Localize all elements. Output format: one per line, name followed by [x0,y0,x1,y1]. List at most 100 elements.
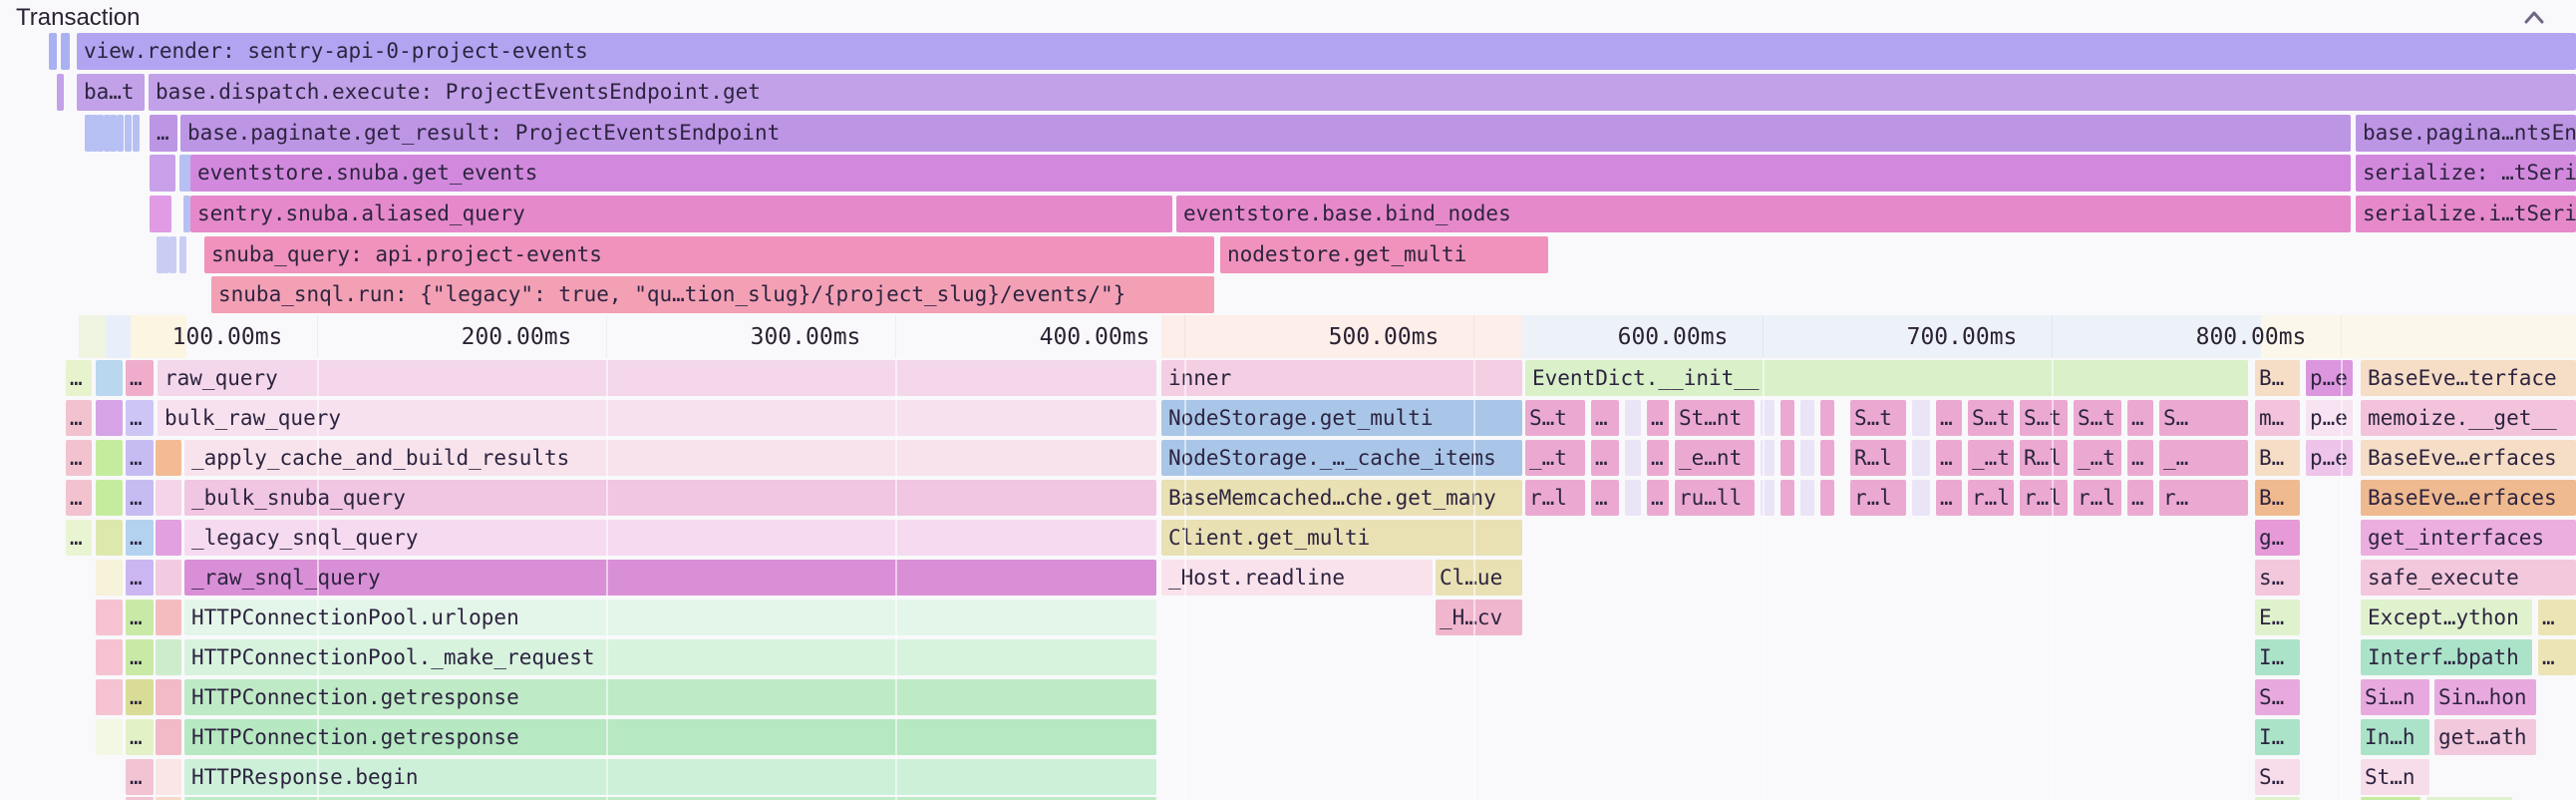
flame-block[interactable]: … [66,440,92,476]
flame-block-segment[interactable] [96,639,123,675]
flame-block[interactable]: g… [2255,520,2300,556]
flame-block[interactable]: … [126,480,154,516]
flame-block-segment[interactable] [96,480,123,516]
flame-block[interactable]: R…l [2020,440,2068,476]
flame-block[interactable]: B… [2255,480,2300,516]
flame-block-segment[interactable] [1912,400,1930,436]
flame-block[interactable]: … [1591,440,1619,476]
span-tick[interactable] [117,115,124,152]
flame-block[interactable]: … [1647,480,1669,516]
flame-block-segment[interactable] [96,679,123,715]
flame-block[interactable]: S…t [2074,400,2121,436]
flame-block[interactable]: B… [2255,360,2300,396]
flame-block[interactable]: HTTPResponse.begin [184,759,1156,795]
flame-block[interactable]: get…ath [2434,719,2536,755]
flame-block[interactable]: … [1591,400,1619,436]
flame-block-segment[interactable] [126,797,154,800]
span-block[interactable]: base.dispatch.execute: ProjectEventsEndp… [149,74,2576,111]
flame-block-segment[interactable] [1912,480,1930,516]
flame-block[interactable]: _…t [1968,440,2014,476]
flame-block[interactable]: S…t [2020,400,2068,436]
span-block[interactable]: sentry.snuba.aliased_query [190,196,1172,232]
flame-block[interactable]: … [1936,400,1962,436]
span-block[interactable]: … [150,115,177,152]
flame-block[interactable]: r…l [1525,480,1585,516]
flame-block[interactable]: m… [2255,400,2300,436]
flame-block[interactable]: S…t [1968,400,2014,436]
flame-block[interactable]: r…l [1850,480,1906,516]
span-tick[interactable] [162,236,169,273]
flame-block[interactable]: … [2127,480,2153,516]
collapse-chevron-button[interactable] [2518,4,2550,32]
flame-block[interactable]: r…l [1968,480,2014,516]
flame-block[interactable]: BaseEve…erfaces [2361,440,2576,476]
flame-block-segment[interactable] [1800,480,1814,516]
flame-block[interactable]: Except…ython [2361,600,2532,635]
flame-block-segment[interactable] [1625,400,1641,436]
flame-block[interactable]: E… [2255,600,2300,635]
flame-block-segment[interactable] [1625,440,1641,476]
flame-block[interactable]: … [66,480,92,516]
flame-block[interactable]: … [126,600,154,635]
flame-block-segment[interactable] [96,719,123,755]
span-block[interactable]: snuba_query: api.project-events [204,236,1214,273]
flame-block-segment[interactable] [1800,400,1814,436]
flame-block[interactable]: get_interfaces [2361,520,2576,556]
span-tick[interactable] [97,115,104,152]
flame-block[interactable]: … [126,639,154,675]
flame-block-segment[interactable] [1820,440,1834,476]
flame-block[interactable]: _… [2159,440,2248,476]
flame-block[interactable]: inner [1161,360,1522,396]
flame-block-segment[interactable] [1820,400,1834,436]
flame-block[interactable]: r…l [2074,480,2121,516]
flame-block[interactable]: … [1936,440,1962,476]
flame-block-segment[interactable] [184,797,1156,800]
span-tick[interactable] [110,115,117,152]
flame-block[interactable]: memoize.__get__ [2361,400,2576,436]
flame-block-segment[interactable] [156,440,181,476]
span-block[interactable]: view.render: sentry-api-0-project-events [77,33,2576,70]
flame-block-segment[interactable] [1780,480,1794,516]
flame-block[interactable]: S… [2255,679,2300,715]
flame-block-segment[interactable] [1820,480,1834,516]
flame-block[interactable]: St…n [2361,759,2429,795]
flame-block[interactable]: r… [2159,480,2248,516]
span-block[interactable]: ba…t [77,74,145,111]
flame-block[interactable]: BaseMemcached…che.get_many [1161,480,1522,516]
flame-block[interactable]: _…t [2074,440,2121,476]
flame-block-segment[interactable] [156,759,181,795]
flame-block[interactable]: … [126,360,154,396]
span-tick[interactable] [179,155,186,192]
flame-block-segment[interactable] [96,560,123,596]
flame-block[interactable]: p…e [2306,440,2353,476]
flame-block[interactable]: HTTPConnection.getresponse [184,719,1156,755]
flame-block-segment[interactable] [156,600,181,635]
flame-block[interactable]: … [126,759,154,795]
span-block[interactable]: eventstore.base.bind_nodes [1176,196,2351,232]
flame-block[interactable]: NodeStorage._…_cache_items [1161,440,1522,476]
flame-block[interactable]: HTTPConnection.getresponse [184,679,1156,715]
flame-block[interactable]: S…t [1525,400,1585,436]
flame-block[interactable]: … [2538,600,2576,635]
flame-block[interactable]: S…t [1850,400,1906,436]
flame-block[interactable]: BaseEve…terface [2361,360,2576,396]
span-tick[interactable] [91,115,98,152]
flame-block[interactable]: … [1647,400,1669,436]
flame-block-segment[interactable] [96,360,123,396]
flame-block[interactable]: Si…n [2361,679,2429,715]
flame-block-segment[interactable] [156,639,181,675]
flame-block-segment[interactable] [2361,797,2420,800]
flame-block[interactable]: R…l [1850,440,1906,476]
flame-block[interactable]: … [2538,639,2576,675]
flame-block-segment[interactable] [1912,440,1930,476]
flame-block-segment[interactable] [156,679,181,715]
span-block[interactable]: base.pagina…ntsEndpoint [2356,115,2576,152]
span-block-segment[interactable] [150,155,175,192]
span-tick[interactable] [169,236,176,273]
flame-block-segment[interactable] [156,719,181,755]
flame-block[interactable]: _legacy_snql_query [184,520,1156,556]
flame-block-segment[interactable] [96,600,123,635]
span-tick[interactable] [57,74,64,111]
flame-block[interactable]: … [126,400,154,436]
flame-block[interactable]: _apply_cache_and_build_results [184,440,1156,476]
